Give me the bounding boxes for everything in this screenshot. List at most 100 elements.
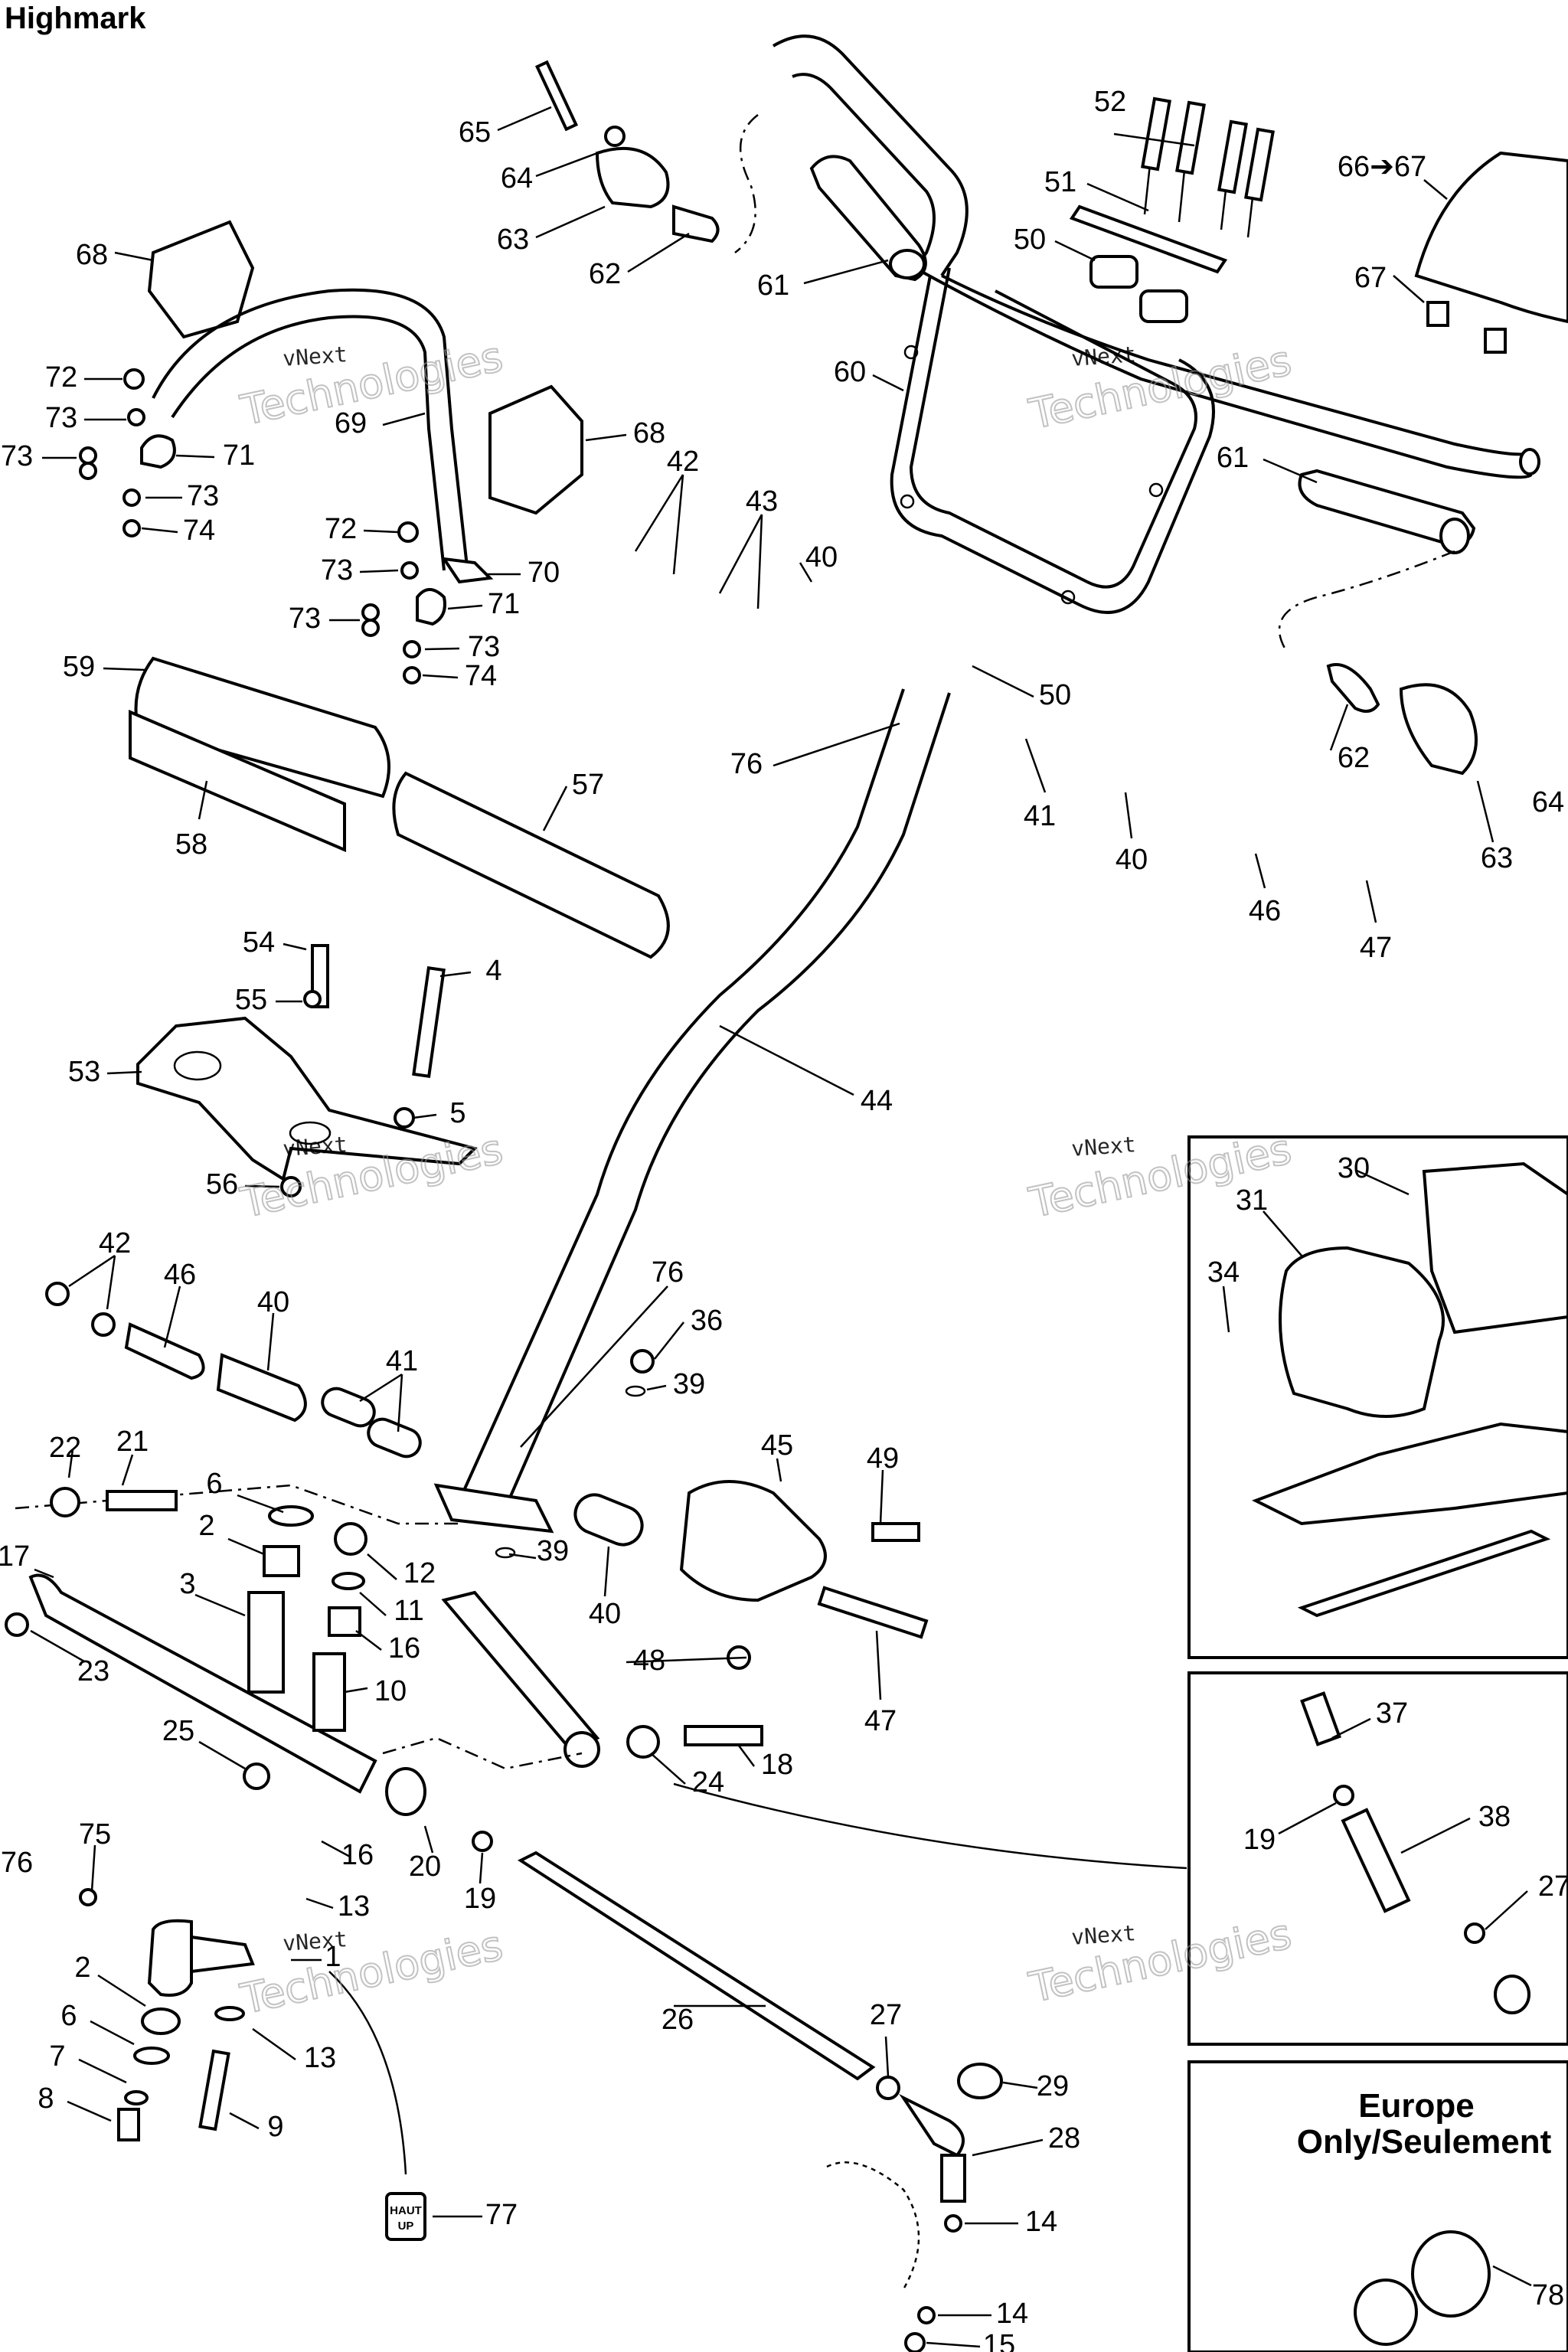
- callout-45: 45: [761, 1429, 793, 1462]
- watermark: vNext: [282, 341, 348, 371]
- callout-6: 6: [206, 1468, 222, 1500]
- callout-78: 78: [1532, 2279, 1564, 2311]
- clamp-block-51: [1069, 96, 1275, 323]
- grip-right: [1298, 469, 1476, 554]
- watermark: Technologies: [1025, 1909, 1295, 2012]
- callout-8: 8: [38, 2082, 54, 2115]
- callout-30: 30: [1338, 1152, 1370, 1184]
- callout-64: 64: [501, 162, 533, 194]
- callout-40: 40: [589, 1598, 621, 1630]
- callout-13: 13: [338, 1890, 370, 1922]
- callout-71: 71: [488, 588, 520, 620]
- callout-73: 73: [45, 402, 77, 434]
- callout-40: 40: [257, 1286, 289, 1318]
- callout-74: 74: [465, 660, 497, 692]
- callout-49: 49: [867, 1442, 899, 1475]
- callout-66➔67: 66➔67: [1338, 151, 1426, 183]
- callout-51: 51: [1044, 166, 1076, 198]
- callout-46: 46: [164, 1259, 196, 1291]
- callout-47: 47: [864, 1705, 897, 1737]
- callout-4: 4: [485, 955, 501, 987]
- callout-53: 53: [68, 1056, 100, 1088]
- callout-71: 71: [223, 439, 255, 472]
- callout-19: 19: [1243, 1824, 1276, 1856]
- callout-41: 41: [1024, 800, 1056, 832]
- callout-40: 40: [805, 541, 838, 573]
- callout-15: 15: [983, 2329, 1015, 2352]
- watermark: Technologies: [237, 1921, 507, 2024]
- callout-72: 72: [325, 513, 357, 545]
- europe-label-2: Only/Seulement: [1297, 2123, 1552, 2161]
- steering-links: [5, 1282, 459, 1794]
- callout-75: 75: [79, 1818, 111, 1851]
- callout-76: 76: [730, 748, 763, 780]
- callout-34: 34: [1207, 1256, 1240, 1289]
- callout-2: 2: [74, 1952, 90, 1984]
- callout-67: 67: [1354, 262, 1387, 294]
- callout-69: 69: [335, 407, 367, 439]
- callout-2: 2: [198, 1510, 214, 1542]
- callout-5: 5: [449, 1097, 466, 1129]
- callout-72: 72: [45, 361, 77, 394]
- callout-16: 16: [341, 1839, 374, 1871]
- callout-25: 25: [162, 1715, 194, 1747]
- callout-12: 12: [403, 1557, 436, 1589]
- haut-up-badge: HAUT UP: [385, 2192, 426, 2241]
- diagram-title: Highmark: [5, 2, 146, 35]
- throttle-housing-top: [534, 60, 759, 253]
- callout-59: 59: [63, 651, 95, 683]
- callout-46: 46: [1249, 895, 1281, 927]
- callout-18: 18: [761, 1749, 793, 1781]
- callout-42: 42: [667, 446, 699, 478]
- callout-28: 28: [1048, 2122, 1080, 2154]
- callout-21: 21: [116, 1426, 149, 1458]
- callout-24: 24: [692, 1766, 724, 1798]
- callout-61: 61: [1217, 442, 1249, 474]
- left-handle-assembly: [79, 220, 583, 684]
- callout-20: 20: [409, 1851, 441, 1883]
- callout-11: 11: [394, 1595, 423, 1627]
- watermark: vNext: [282, 1132, 348, 1161]
- callout-39: 39: [537, 1535, 569, 1567]
- callout-29: 29: [1037, 2070, 1069, 2102]
- callout-14: 14: [1025, 2206, 1057, 2238]
- callout-17: 17: [0, 1540, 30, 1573]
- boot-box: [1187, 1135, 1568, 1659]
- watermark: vNext: [1070, 1132, 1136, 1161]
- callout-47: 47: [1360, 932, 1392, 964]
- callout-60: 60: [834, 356, 866, 388]
- steering-arm-1: [79, 1888, 407, 2175]
- callout-9: 9: [267, 2111, 283, 2143]
- callout-50: 50: [1039, 679, 1071, 711]
- handlebar-pads: [129, 656, 670, 959]
- callout-48: 48: [633, 1645, 665, 1677]
- watermark: vNext: [1070, 1920, 1136, 1950]
- throttle-housing-right: [1278, 550, 1478, 776]
- callout-70: 70: [528, 557, 560, 589]
- callout-43: 43: [746, 485, 778, 518]
- callout-64: 64: [1532, 786, 1564, 818]
- callout-73: 73: [468, 631, 500, 663]
- callout-40: 40: [1116, 844, 1148, 876]
- callout-62: 62: [589, 258, 621, 290]
- callout-50: 50: [1014, 224, 1046, 256]
- callout-57: 57: [572, 769, 604, 801]
- callout-26: 26: [662, 2004, 694, 2036]
- callout-14: 14: [996, 2298, 1028, 2330]
- handlebar-riser: [890, 267, 1215, 614]
- callout-73: 73: [1, 440, 33, 472]
- callout-73: 73: [289, 603, 321, 635]
- watermark: Technologies: [1025, 336, 1295, 439]
- callout-31: 31: [1236, 1184, 1268, 1217]
- callout-27: 27: [870, 1999, 902, 2031]
- callout-23: 23: [77, 1655, 109, 1687]
- handlebar: [772, 34, 1540, 479]
- callout-19: 19: [464, 1883, 496, 1915]
- callout-76: 76: [652, 1256, 684, 1289]
- cover-66: [1414, 151, 1568, 354]
- bracket-53: [136, 944, 478, 1197]
- callout-3: 3: [179, 1568, 195, 1600]
- callout-22: 22: [49, 1432, 81, 1464]
- callout-63: 63: [1481, 842, 1513, 874]
